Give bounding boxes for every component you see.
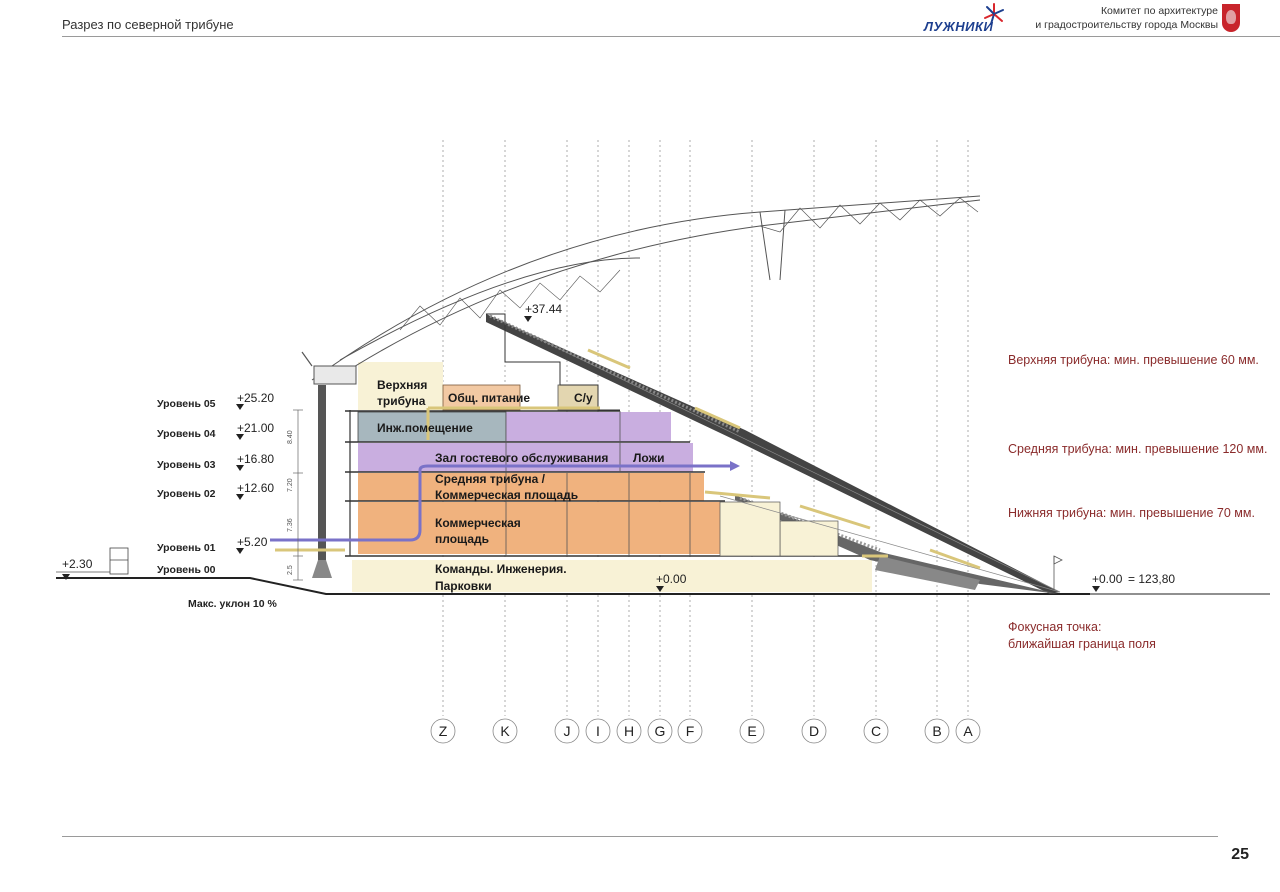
axis-label-b: B bbox=[932, 723, 941, 739]
page-number: 25 bbox=[1231, 846, 1249, 863]
axis-label-i: I bbox=[596, 723, 600, 739]
note-focus-1: Фокусная точка: bbox=[1008, 620, 1102, 634]
upper-stand-label-2: трибуна bbox=[377, 394, 426, 408]
note-lower-stand: Нижняя трибуна: мин. превышение 70 мм. bbox=[1008, 506, 1255, 520]
upper-stand-label-1: Верхняя bbox=[377, 378, 427, 392]
ground bbox=[56, 571, 1270, 595]
note-middle-stand: Средняя трибуна: мин. превышение 120 мм. bbox=[1008, 442, 1268, 456]
logo-text: ЛУЖНИКИ bbox=[924, 19, 994, 34]
upper-stand-zone bbox=[358, 362, 443, 410]
elevation-level-03: +16.80 bbox=[237, 452, 274, 466]
dimension-line bbox=[293, 409, 303, 581]
axis-label-g: G bbox=[655, 723, 666, 739]
axis-label-a: A bbox=[963, 723, 973, 739]
level-00-label: Уровень 00 bbox=[157, 564, 216, 576]
axis-label-c: C bbox=[871, 723, 881, 739]
sightline bbox=[499, 319, 1061, 593]
elevation-level-04: +21.00 bbox=[237, 421, 274, 435]
axis-markers bbox=[430, 718, 981, 744]
axis-label-z: Z bbox=[439, 723, 448, 739]
note-upper-stand: Верхняя трибуна: мин. превышение 60 мм. bbox=[1008, 353, 1259, 367]
elevation-level-01: +5.20 bbox=[237, 535, 268, 549]
luzhniki-logo: ЛУЖНИКИ bbox=[924, 2, 1016, 36]
middle-stand-label-2: Коммерческая площадь bbox=[435, 488, 578, 502]
sightline-lower bbox=[719, 495, 1061, 593]
truck-icon bbox=[109, 547, 129, 575]
teams-zone bbox=[352, 560, 872, 592]
elevation-zero-right: +0.00 bbox=[1092, 572, 1123, 586]
elevation-top: +37.44 bbox=[525, 302, 562, 316]
elevation-level-05: +25.20 bbox=[237, 391, 274, 405]
axis-label-k: K bbox=[500, 723, 510, 739]
elevation-left-ground: +2.30 bbox=[62, 557, 93, 571]
middle-commercial-zone bbox=[358, 473, 704, 501]
distance-label: = 123,80 bbox=[1128, 572, 1175, 586]
level-02-label: Уровень 02 bbox=[157, 488, 216, 500]
committee-line-2: и градостроительству города Москвы bbox=[1035, 19, 1218, 31]
focal-flag-icon bbox=[1053, 555, 1063, 590]
axis-lines bbox=[442, 140, 969, 716]
lower-stand-seating bbox=[719, 495, 1058, 594]
note-focus-2: ближайшая граница поля bbox=[1008, 637, 1156, 651]
axis-label-j: J bbox=[564, 723, 571, 739]
axis-label-e: E bbox=[747, 723, 756, 739]
teams-label-2: Парковки bbox=[435, 579, 492, 593]
dim-25: 2.5 bbox=[287, 565, 294, 575]
header-divider bbox=[62, 36, 1280, 37]
structure-lines bbox=[505, 411, 691, 556]
commercial-label-2: площадь bbox=[435, 532, 489, 546]
level-04-label: Уровень 04 bbox=[157, 428, 216, 440]
axis-label-f: F bbox=[686, 723, 695, 739]
star-logo-icon bbox=[984, 3, 1004, 25]
hospitality-label: Зал гостевого обслуживания bbox=[435, 451, 608, 465]
catering-label: Общ. питание bbox=[448, 391, 530, 405]
page-title: Разрез по северной трибуне bbox=[62, 17, 234, 32]
elevation-zero-mid: +0.00 bbox=[656, 572, 687, 586]
elevation-level-02: +12.60 bbox=[237, 481, 274, 495]
axis-label-h: H bbox=[624, 723, 634, 739]
purple-zone-l04 bbox=[506, 412, 671, 442]
footer-divider bbox=[62, 836, 1218, 837]
teams-label-1: Команды. Инженерия. bbox=[435, 562, 567, 576]
boxes-label: Ложи bbox=[633, 451, 664, 465]
dim-736: 7.36 bbox=[287, 518, 294, 532]
committee-line-1: Комитет по архитектуре bbox=[1100, 5, 1218, 17]
dim-720: 7.20 bbox=[287, 478, 294, 492]
engineering-label: Инж.помещение bbox=[377, 421, 473, 435]
elevation-marks bbox=[62, 316, 1100, 592]
commercial-zone bbox=[358, 502, 720, 554]
slope-label: Макс. уклон 10 % bbox=[188, 598, 278, 610]
moscow-coat-of-arms-icon bbox=[1222, 4, 1240, 32]
middle-stand-label-1: Средняя трибуна / bbox=[435, 472, 546, 486]
wc-zone bbox=[557, 384, 599, 411]
level-01-label: Уровень 01 bbox=[157, 542, 216, 554]
level-03-label: Уровень 03 bbox=[157, 459, 216, 471]
commercial-label-1: Коммерческая bbox=[435, 516, 521, 530]
facade-column bbox=[312, 385, 351, 578]
wc-label: С/у bbox=[574, 391, 593, 405]
catering-zone bbox=[442, 384, 521, 411]
flow-arrows bbox=[270, 348, 981, 570]
level-05-label: Уровень 05 bbox=[157, 398, 216, 410]
axis-label-d: D bbox=[809, 723, 819, 739]
committee-name: Комитет по архитектуре и градостроительс… bbox=[1035, 4, 1218, 32]
dim-840: 8.40 bbox=[287, 430, 294, 444]
roof-truss bbox=[301, 195, 981, 385]
